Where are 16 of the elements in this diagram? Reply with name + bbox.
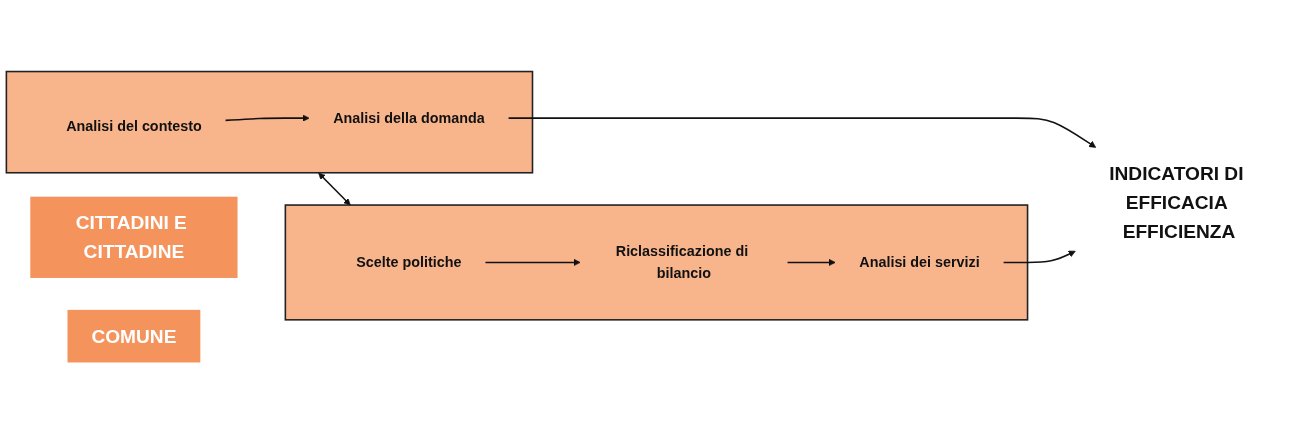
node-box: COMUNE <box>67 309 201 363</box>
node-box: CITTADINI E CITTADINE <box>30 196 238 278</box>
node-text: Analisi dei servizi <box>859 254 980 271</box>
cluster <box>5 70 534 174</box>
arrow <box>318 172 351 206</box>
arrow <box>1002 250 1076 264</box>
node-text: Analisi della domanda <box>333 109 485 126</box>
arrow <box>786 258 836 266</box>
cluster <box>284 204 1029 321</box>
node-text: Analisi del contesto <box>66 117 202 134</box>
node-text: Scelte politiche <box>356 254 462 271</box>
node-text: Riclassificazione di bilancio <box>615 243 749 281</box>
arrow <box>484 258 581 266</box>
arrow <box>224 114 310 122</box>
arrow <box>507 117 1097 148</box>
node-text: INDICATORI DI EFFICACIA EFFICIENZA <box>1109 162 1244 242</box>
